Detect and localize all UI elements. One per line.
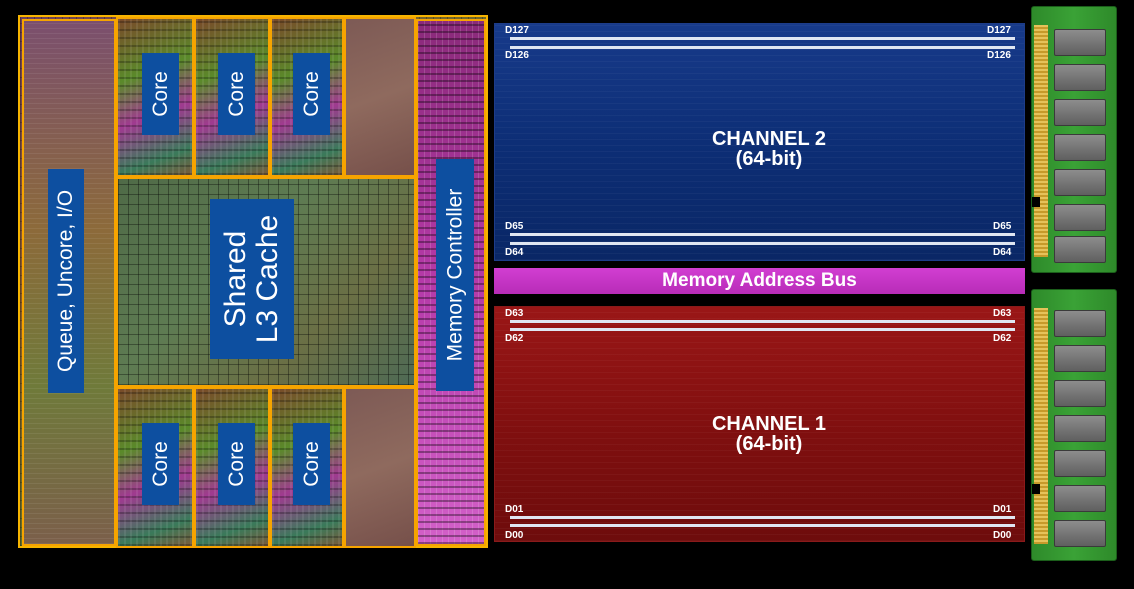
data-line-d126	[510, 46, 1015, 49]
core-top-3: Core	[270, 17, 344, 177]
die-block-bottom-right	[344, 387, 416, 548]
dimm-notch	[1032, 484, 1040, 494]
core-label: Core	[293, 53, 330, 135]
label-d01-left: D01	[505, 504, 524, 515]
data-line-d00	[510, 524, 1015, 527]
label-d64-left: D64	[505, 247, 524, 258]
memory-chip	[1054, 236, 1106, 263]
label-d127-right: D127	[987, 25, 1011, 36]
label-d65-left: D65	[505, 221, 524, 232]
channel-2-title: CHANNEL 2	[711, 128, 827, 150]
memory-chip	[1054, 64, 1106, 91]
die-block-top-right	[344, 17, 416, 177]
label-d64-right: D64	[993, 247, 1012, 258]
label-d63-left: D63	[505, 308, 524, 319]
memory-chip	[1054, 415, 1106, 442]
channel-2-panel	[494, 23, 1025, 261]
core-bottom-3: Core	[270, 387, 344, 548]
memory-address-bus: Memory Address Bus	[494, 268, 1025, 294]
core-bottom-2: Core	[194, 387, 270, 548]
dimm-notch	[1032, 197, 1040, 207]
core-bottom-1: Core	[116, 387, 194, 548]
label-d00-left: D00	[505, 530, 524, 541]
channel-1-subtitle: (64-bit)	[735, 433, 803, 455]
memory-chip	[1054, 204, 1106, 231]
dimm-module-channel-2	[1031, 6, 1117, 273]
cache-label-line1: Shared	[219, 230, 252, 328]
label-d00-right: D00	[993, 530, 1012, 541]
cache-label-line2: L3 Cache	[251, 214, 284, 344]
dimm-pins	[1034, 308, 1048, 544]
memory-chip	[1054, 169, 1106, 196]
data-line-d64	[510, 242, 1015, 245]
core-label: Core	[218, 53, 255, 135]
channel-1-title: CHANNEL 1	[711, 413, 827, 435]
core-label: Core	[218, 423, 255, 505]
memory-chip	[1054, 99, 1106, 126]
queue-uncore-io-label: Queue, Uncore, I/O	[48, 169, 84, 393]
channel-2-subtitle: (64-bit)	[735, 148, 803, 170]
label-d126-right: D126	[987, 50, 1011, 61]
label-d127-left: D127	[505, 25, 529, 36]
core-label: Core	[142, 423, 179, 505]
label-d65-right: D65	[993, 221, 1012, 232]
label-d126-left: D126	[505, 50, 529, 61]
queue-uncore-io-block: Queue, Uncore, I/O	[22, 19, 116, 546]
label-d62-right: D62	[993, 333, 1012, 344]
memory-chip	[1054, 345, 1106, 372]
data-line-d63	[510, 320, 1015, 323]
memory-chip	[1054, 29, 1106, 56]
label-d01-right: D01	[993, 504, 1012, 515]
label-d63-right: D63	[993, 308, 1012, 319]
data-line-d62	[510, 328, 1015, 331]
cpu-die: Queue, Uncore, I/O Core Core Core Shared…	[18, 15, 488, 548]
label-d62-left: D62	[505, 333, 524, 344]
memory-chip	[1054, 310, 1106, 337]
core-top-1: Core	[116, 17, 194, 177]
core-label: Core	[293, 423, 330, 505]
data-line-d65	[510, 233, 1015, 236]
core-top-2: Core	[194, 17, 270, 177]
memory-chip	[1054, 520, 1106, 547]
memory-chip	[1054, 450, 1106, 477]
memory-chip	[1054, 380, 1106, 407]
dimm-pins	[1034, 25, 1048, 257]
core-label: Core	[142, 53, 179, 135]
memory-chip	[1054, 485, 1106, 512]
memory-chip	[1054, 134, 1106, 161]
memory-controller-label: Memory Controller	[436, 159, 474, 391]
channel-1-panel	[494, 306, 1025, 542]
dimm-module-channel-1	[1031, 289, 1117, 561]
data-line-d01	[510, 516, 1015, 519]
data-line-d127	[510, 37, 1015, 40]
memory-controller-block: Memory Controller	[416, 19, 486, 546]
